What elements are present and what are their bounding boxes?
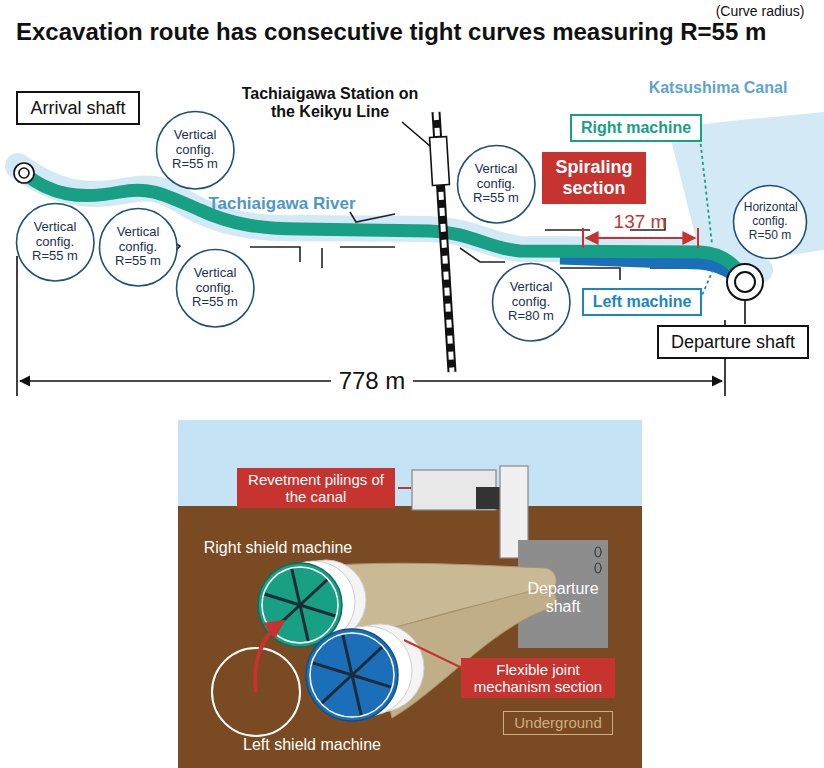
- cutter-spoke: [352, 675, 361, 716]
- revetment-pilings: [412, 466, 528, 558]
- box-label: Left machine: [593, 293, 692, 311]
- callout-box: Arrival shaft: [16, 91, 139, 126]
- curve-text: R=80 m: [502, 309, 559, 324]
- text-label: Right shield machine: [204, 539, 353, 557]
- callout-box: Underground: [503, 711, 613, 734]
- text-label: (Curve radius): [716, 3, 805, 19]
- callout-box: Right machine: [570, 114, 702, 142]
- cutter-spokes: [262, 567, 394, 717]
- box-label: Departure shaft: [671, 332, 795, 353]
- box-label: Arrival shaft: [30, 98, 125, 119]
- curve-text: R=55 m: [467, 191, 524, 206]
- cutter-spoke: [343, 634, 352, 675]
- box-label: Revetment pilings of the canal: [245, 471, 387, 506]
- callout-box: Spiraling section: [542, 152, 646, 203]
- curve-text: Horizontal config.: [744, 201, 797, 229]
- text-label: Departure shaft: [521, 580, 605, 617]
- revetment-leader: [398, 487, 411, 489]
- box-label: Spiraling section: [550, 157, 638, 198]
- curve-radius-circle: Vertical config.R=80 m: [491, 262, 572, 343]
- curve-text: R=55 m: [109, 254, 166, 269]
- curve-radius-circle: Vertical config.R=55 m: [98, 207, 179, 288]
- ground: [178, 506, 642, 768]
- text-label: Left shield machine: [243, 736, 381, 754]
- curve-radius-circle: Vertical config.R=55 m: [456, 144, 537, 225]
- curve-radius-circle: Horizontal config.R=50 m: [732, 184, 808, 260]
- station-leader: [402, 122, 430, 146]
- cutter-spoke: [292, 568, 300, 605]
- arrival-shaft-symbol: [14, 163, 34, 183]
- text-label: Katsushima Canal: [649, 79, 788, 97]
- diagram-title: Excavation route has consecutive tight c…: [16, 18, 766, 46]
- curve-radius-circle: Vertical config.R=55 m: [15, 202, 96, 283]
- curve-text: R=55 m: [166, 157, 223, 172]
- cutter-spoke: [300, 605, 308, 642]
- curve-text: R=55 m: [26, 249, 83, 264]
- curve-text: R=55 m: [186, 295, 243, 310]
- cutter-rim: [310, 633, 394, 717]
- curve-radius-circle: Vertical config.R=55 m: [175, 248, 256, 329]
- curve-text: Vertical config.: [109, 225, 166, 255]
- cutter-spoke: [352, 675, 392, 687]
- sky: [178, 420, 642, 508]
- curve-text: Vertical config.: [502, 280, 559, 310]
- text-label: 778 m: [331, 367, 414, 395]
- box-label: Flexible joint mechanism section: [469, 661, 607, 696]
- left-cutter-face: [306, 629, 398, 721]
- box-label: Underground: [514, 714, 602, 731]
- curve-radius-circle: Vertical config.R=55 m: [155, 110, 236, 191]
- box-label: Right machine: [581, 119, 691, 137]
- cutter-spoke: [321, 675, 352, 704]
- flexible-joint-leader: [404, 640, 462, 668]
- cutter-spoke: [300, 605, 336, 616]
- callout-box: Left machine: [582, 288, 703, 316]
- text-label: Tachiaigawa River: [208, 194, 355, 214]
- departure-shaft-block: [518, 540, 608, 648]
- callout-box: Departure shaft: [657, 325, 809, 360]
- cutter-spoke: [312, 663, 352, 675]
- curve-text: R=50 m: [744, 229, 797, 243]
- departure-leader: [744, 300, 746, 324]
- cutter-spoke: [264, 594, 300, 605]
- text-label: 137 m: [614, 211, 667, 233]
- railway-line: [430, 112, 452, 372]
- curve-text: Vertical config.: [186, 266, 243, 296]
- right-machine-leader: [700, 138, 712, 244]
- cutter-spoke: [352, 646, 383, 675]
- callout-box: Revetment pilings of the canal: [237, 468, 395, 509]
- cutter-spoke: [300, 579, 328, 605]
- rotation-arrow: [255, 622, 282, 692]
- text-label: Tachiaigawa Station on the Keikyu Line: [230, 85, 430, 122]
- departure-shaft-symbol: [727, 264, 763, 300]
- curve-text: Vertical config.: [26, 220, 83, 250]
- curve-text: Vertical config.: [467, 162, 524, 192]
- curve-text: Vertical config.: [166, 128, 223, 158]
- callout-box: Flexible joint mechanism section: [461, 658, 615, 699]
